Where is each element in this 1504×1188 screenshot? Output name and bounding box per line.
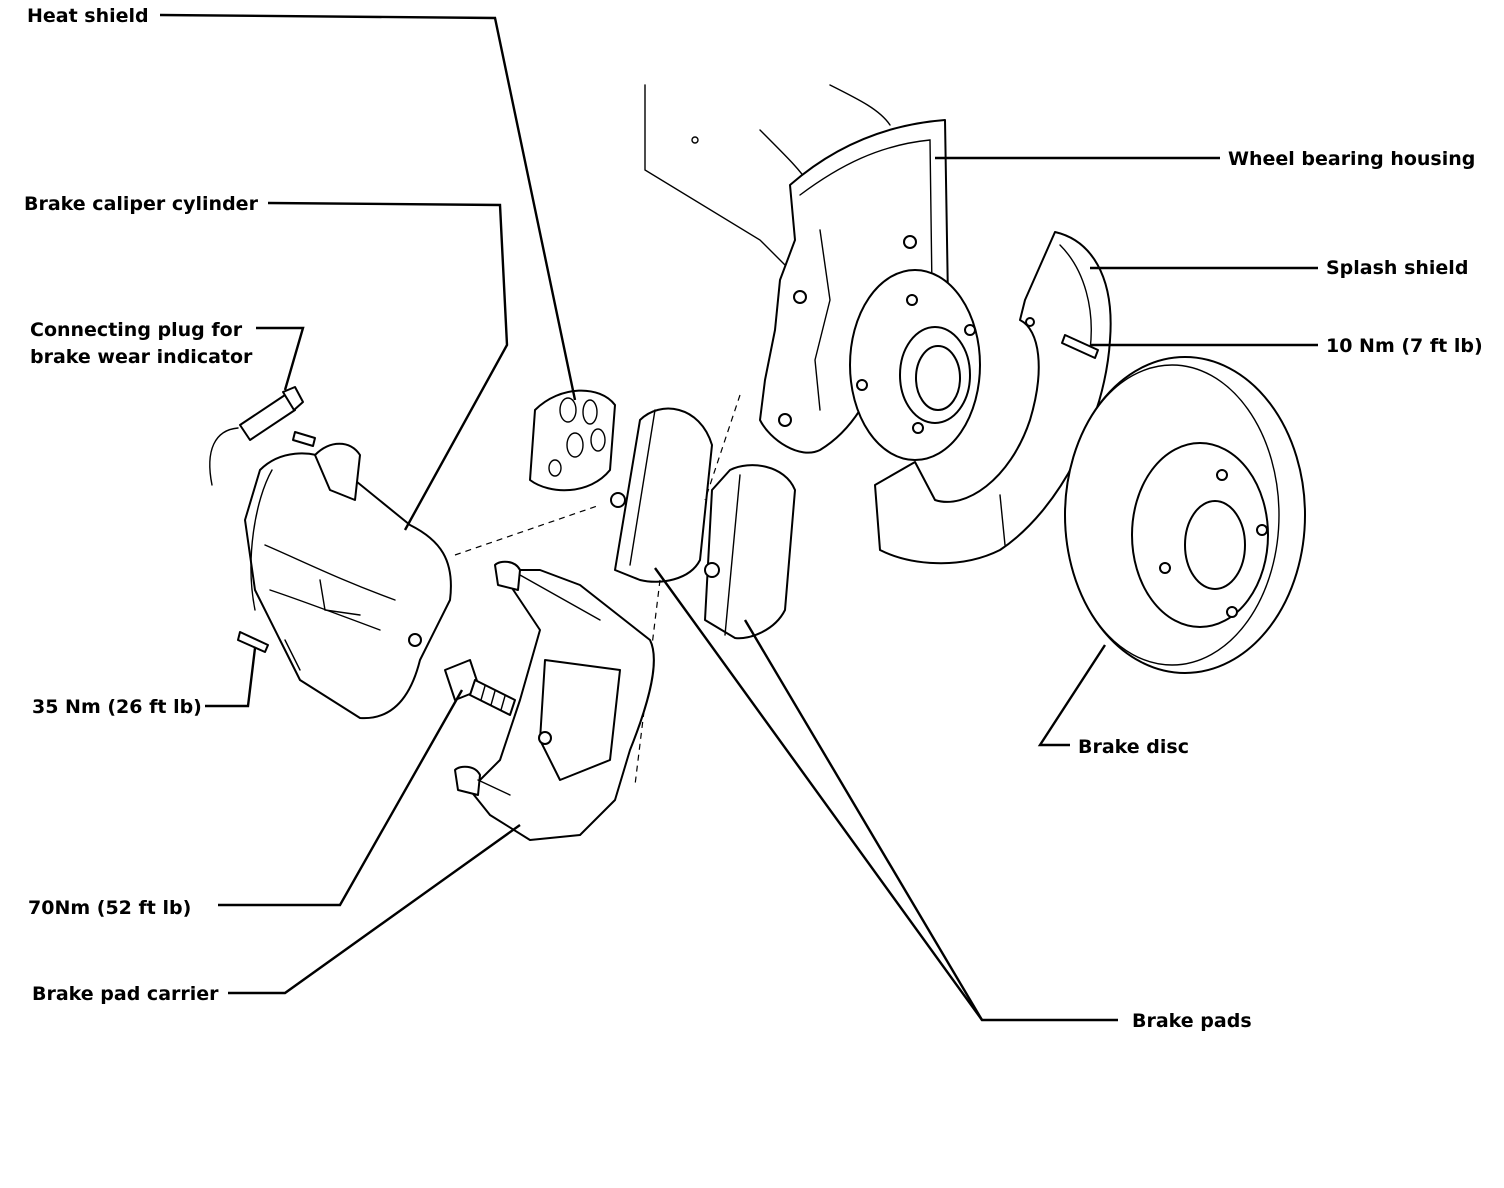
brake-wear-indicator-plug	[209, 386, 304, 611]
label-torque-70nm: 70Nm (52 ft lb)	[28, 897, 191, 919]
leader-lines	[159, 13, 1318, 1022]
label-heat-shield: Heat shield	[27, 5, 149, 27]
heat-shield-part	[529, 389, 616, 492]
label-torque-10nm: 10 Nm (7 ft lb)	[1326, 335, 1483, 357]
brake-pad-carrier	[454, 560, 655, 841]
label-brake-caliper-cylinder: Brake caliper cylinder	[24, 193, 259, 215]
carrier-bolt-70nm	[444, 659, 516, 716]
caliper-bolt-upper	[292, 431, 316, 447]
labels: Heat shield Brake caliper cylinder Conne…	[24, 5, 1483, 1032]
label-torque-35nm: 35 Nm (26 ft lb)	[32, 696, 202, 718]
brake-pad-inner	[704, 464, 796, 640]
label-brake-pad-carrier: Brake pad carrier	[32, 983, 219, 1005]
label-splash-shield: Splash shield	[1326, 257, 1468, 279]
brake-caliper-cylinder	[244, 442, 452, 720]
caliper-bolt-35nm	[237, 631, 269, 653]
brake-pad-outer	[610, 407, 713, 583]
brake-disc	[1064, 356, 1306, 674]
label-brake-pads: Brake pads	[1132, 1010, 1252, 1032]
wheel-bearing-housing	[759, 119, 981, 461]
label-connecting-plug-line1: Connecting plug for	[30, 319, 243, 341]
label-connecting-plug-line2: brake wear indicator	[30, 346, 253, 368]
label-wheel-bearing-housing: Wheel bearing housing	[1228, 148, 1475, 170]
splash-shield	[874, 231, 1112, 565]
label-brake-disc: Brake disc	[1078, 736, 1189, 758]
splash-shield-bolt	[1061, 334, 1099, 359]
